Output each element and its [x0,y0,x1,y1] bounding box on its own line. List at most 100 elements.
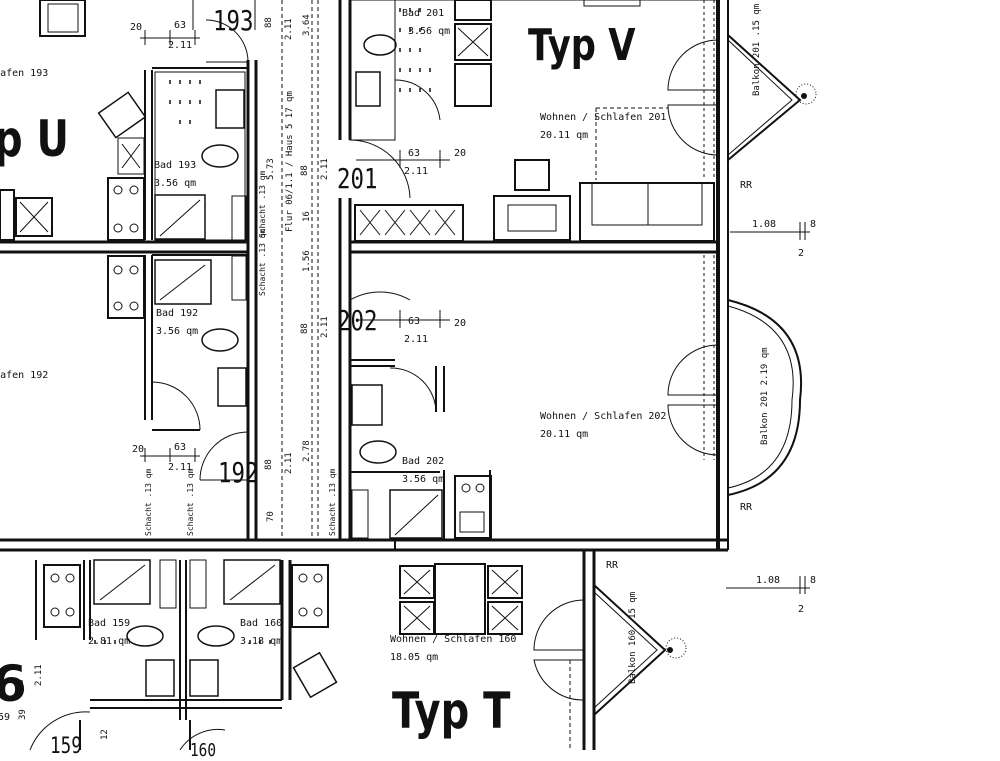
bath-label-160: Bad 160 [240,618,283,629]
bath-area-202: 3.56 qm [402,474,445,485]
type-u-heading: p U [0,110,70,168]
wall [152,67,248,256]
wall [338,0,352,140]
balcony-label-201-a: Balkon 201 .15 qm [752,3,762,96]
bath-area-192: 3.56 qm [156,326,199,337]
dim-text: 2.11 [168,462,193,473]
room-label-wohnen-202: Wohnen / Schlafen 202 [540,411,667,422]
bath-label-193: Bad 193 [154,160,197,171]
wall [582,550,596,750]
dim-text: 12 [100,729,110,740]
dim-text: 2.11 [404,334,429,345]
wall [0,538,728,552]
shower [389,489,443,539]
dim-text: 3.64 [302,14,312,36]
room-label-wohnen-160: Wohnen / Schlafen 160 [390,634,517,645]
door-arc [151,381,201,431]
dim-text: 20 [454,148,467,159]
dim-text: 1.08 [756,575,781,586]
dim-text: 59 [0,712,11,723]
room-number-159: 159 [50,734,82,759]
room-number-201: 201 [337,162,378,195]
dim-text: 2.11 [34,664,44,686]
dim-text: 1.08 [752,219,777,230]
bath-label-202: Bad 202 [402,456,445,467]
door-arc [205,19,249,63]
shower [154,194,206,240]
wall [144,70,153,240]
room-label-wohnen-201: Wohnen / Schlafen 201 [540,112,667,123]
rr-marker: RR [606,560,619,571]
dim-text: 2 [798,604,805,615]
bath-area-193: 3.56 qm [154,178,197,189]
wall [179,560,187,720]
balcony-label-201-b: Balkon 201 2.19 qm [760,347,770,445]
wall [144,255,153,420]
dim-text: 63 [408,316,421,327]
dim-text: 20 [130,22,143,33]
door-arc [389,367,437,413]
dim-text: 2 [798,248,805,259]
wall [443,470,491,540]
door-arc [199,431,249,481]
dim-text: 8 [810,575,817,586]
shaft-label: Schacht .13 qm [144,468,153,536]
dim-text: 39 [18,709,28,720]
door-arc [349,291,411,301]
type-v-heading: Typ V [528,20,636,71]
corridor-label: Flur 06/1.1 / Haus 5 17 qm [285,91,295,232]
dim-text: 20 [132,444,145,455]
dim-text: 63 [174,20,187,31]
dim-text: 2.11 [284,18,294,40]
wardrobe [354,204,464,242]
rr-marker: RR [740,180,753,191]
bath-area-159: 2.81 qm [88,636,131,647]
dim-text: 88 [264,17,274,28]
dim-text: 20 [454,318,467,329]
dim-text: 5.73 [266,158,276,180]
dim-text: 63 [408,148,421,159]
dim-text: 88 [264,459,274,470]
door-arc [394,79,441,121]
room-label-schlafen-193: Schlafen 193 [0,68,49,79]
dim-text: 16 [302,211,312,222]
shaft-label: Schacht .13 qm [258,228,267,296]
wall [90,699,282,709]
bath-label-192: Bad 192 [156,308,199,319]
room-label-schlafen-192: Schlafen 192 [0,370,49,381]
wall [350,240,718,254]
dim-text: 2.11 [168,40,193,51]
dim-text: 1.56 [302,250,312,272]
balcony-arc [727,299,802,496]
bath-area-201: 3.56 qm [408,26,451,37]
dim-text: 2.11 [284,452,294,474]
wall [0,240,248,254]
room-area-202: 20.11 qm [540,429,589,440]
bath-label-201: Bad 201 [402,8,445,19]
sofa [579,182,715,242]
wall [350,359,395,367]
dim-text: 88 [300,323,310,334]
dim-text: 2.11 [404,166,429,177]
room-number-160: 160 [190,740,217,761]
shaft-label: Schacht .13 qm [328,468,337,536]
dim-text: 63 [16,679,26,690]
shaft-label: Schacht .13 qm [186,468,195,536]
room-area-201: 20.11 qm [540,130,589,141]
dim-text: 63 [174,442,187,453]
balcony-label-160: Balkon 160 .15 qm [628,591,638,684]
wall [280,560,292,700]
dim-text: 70 [266,511,276,522]
dim-text: 2.11 [320,158,330,180]
bath-area-160: 3.18 qm [240,636,283,647]
balcony-triangle [727,34,802,161]
wall [435,366,445,412]
room-number-202: 202 [337,304,378,337]
wall [246,60,258,540]
type-t-heading: Typ T [392,682,511,740]
desk [493,195,571,241]
dim-text: 2.78 [302,440,312,462]
room-area-160: 18.05 qm [390,652,439,663]
type-s-heading: 6 [0,655,27,713]
